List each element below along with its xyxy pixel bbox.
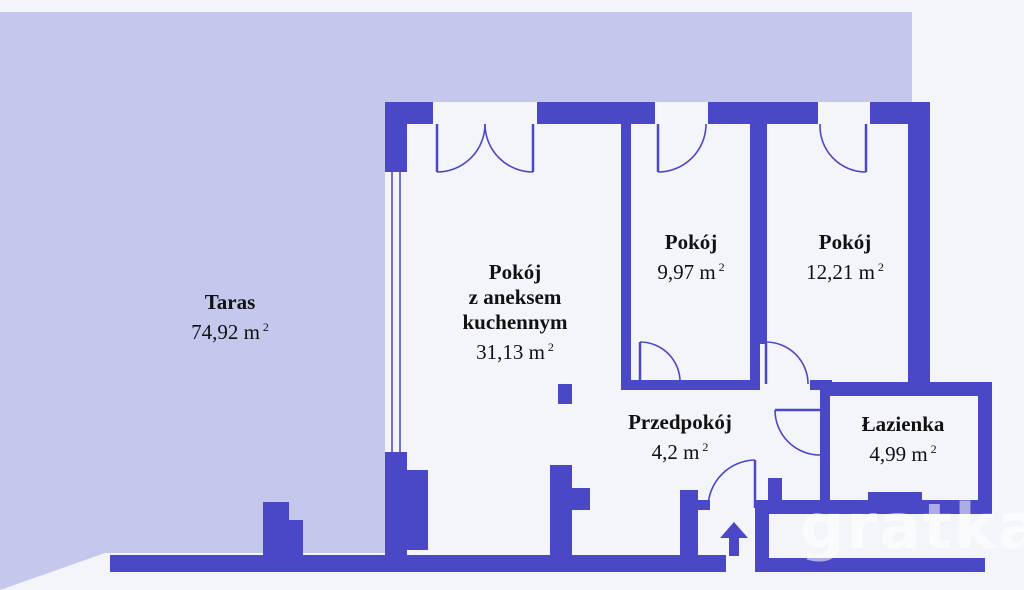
wall-bottom-drop bbox=[755, 500, 769, 572]
room-name: Taras bbox=[204, 290, 256, 314]
wall-left-top bbox=[385, 102, 407, 172]
wall-bottom-right-seg bbox=[755, 558, 985, 572]
room-name: Przedpokój bbox=[628, 410, 732, 434]
wall-right-lower bbox=[978, 382, 992, 510]
wall-room2-left bbox=[757, 124, 767, 344]
door-arc bbox=[639, 341, 681, 385]
door-arc bbox=[436, 123, 486, 173]
room-name: Pokój z aneksem kuchennym bbox=[462, 260, 568, 334]
bath-fixture bbox=[768, 478, 782, 502]
door-arc bbox=[819, 123, 867, 173]
room-name: Pokój bbox=[664, 230, 718, 254]
door-arc bbox=[484, 123, 534, 173]
wall-room1-right bbox=[750, 124, 760, 390]
wall-living-right bbox=[621, 124, 631, 389]
room-name: Pokój bbox=[818, 230, 872, 254]
terrace-area bbox=[0, 12, 912, 590]
door-arc bbox=[765, 341, 809, 385]
wall-top-mid bbox=[537, 102, 655, 124]
kitchen-column bbox=[558, 384, 572, 404]
wall-bath-top bbox=[820, 382, 992, 396]
door-arc bbox=[774, 409, 821, 456]
kitchen-counter bbox=[550, 465, 572, 560]
terrace-pillar-step bbox=[289, 520, 303, 560]
wall-top-right bbox=[870, 102, 916, 124]
arrow-up-icon bbox=[720, 522, 748, 556]
wall-bottom-right bbox=[755, 500, 992, 514]
wall-bath-left bbox=[820, 382, 830, 502]
wall-right-upper bbox=[908, 102, 930, 392]
room-name: Łazienka bbox=[861, 412, 945, 436]
kitchen-counter-side bbox=[572, 488, 590, 510]
wall-room1-bottom bbox=[621, 380, 676, 390]
wall-left-block bbox=[400, 470, 428, 550]
wall-bottom bbox=[110, 555, 726, 572]
door-arc bbox=[707, 459, 756, 509]
terrace-pillar bbox=[263, 502, 289, 560]
watermark-logo: gratka bbox=[800, 490, 1024, 563]
wall-room1-bottom-r bbox=[676, 380, 760, 390]
bath-tub-edge bbox=[868, 492, 922, 502]
wall-top-mid2 bbox=[708, 102, 818, 124]
wall-hall-step bbox=[698, 500, 710, 510]
interior-floor bbox=[395, 110, 985, 560]
wall-hall-bottom bbox=[680, 490, 698, 560]
door-arc bbox=[657, 123, 707, 173]
